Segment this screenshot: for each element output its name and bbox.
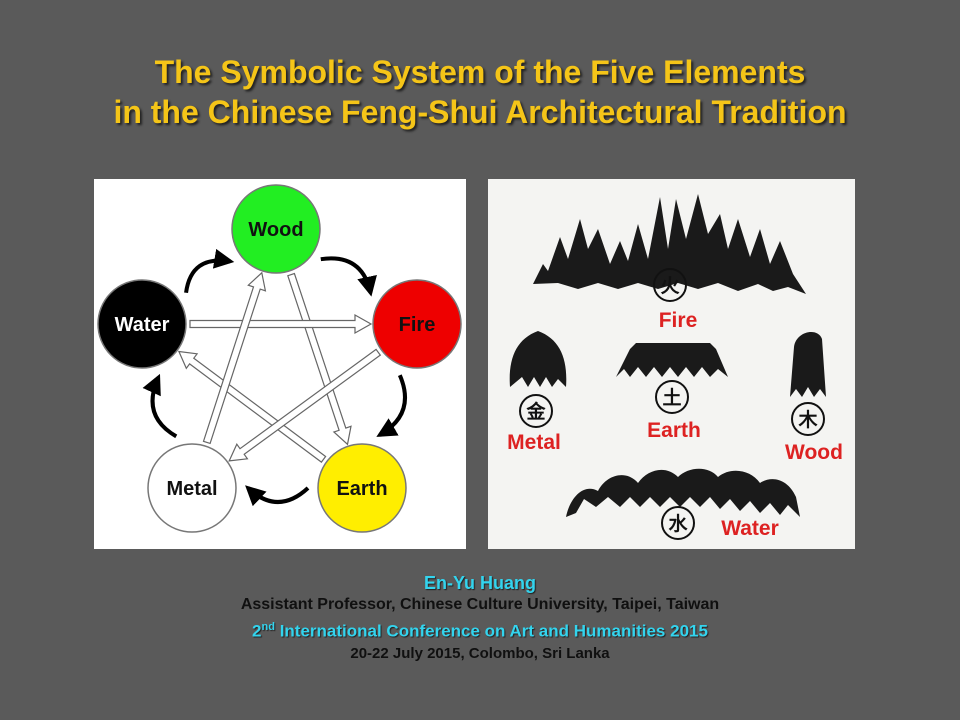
metal-glyph-circle (519, 394, 553, 428)
generating-arrow-wood-to-fire (320, 256, 377, 297)
generating-cycle-arrows (142, 248, 407, 507)
slide-title: The Symbolic System of the Five Elements… (0, 52, 960, 132)
generating-arrow-earth-to-metal (245, 485, 310, 507)
water-glyph: 水 (668, 513, 688, 535)
wood-glyph: 木 (797, 408, 818, 431)
generating-arrow-water-to-wood (184, 248, 235, 294)
wood-mountain-shape (790, 332, 826, 397)
earth-label: Earth (647, 419, 701, 442)
water-node (97, 279, 187, 369)
controlling-arrow-fire-to-metal (228, 348, 382, 462)
mountain-shapes-diagram: 火 Fire 金 Metal 土 Earth 木 Wood 水 Water (488, 179, 855, 549)
fire-mountain-shape (533, 194, 806, 294)
earth-mountain-shape (616, 343, 728, 377)
water-glyph-circle (661, 506, 695, 540)
water-label: Water (721, 517, 779, 540)
conference-number: 2 (252, 621, 262, 641)
controlling-arrow-water-to-fire (189, 313, 373, 335)
title-line-1: The Symbolic System of the Five Elements (154, 54, 806, 90)
generating-arrow-metal-to-water (142, 373, 178, 439)
wood-label: Wood (785, 441, 843, 464)
controlling-arrow-wood-to-earth (287, 272, 352, 446)
metal-glyph: 金 (525, 400, 546, 423)
earth-node-label: Earth (336, 478, 387, 500)
earth-glyph-circle (655, 380, 689, 414)
water-mountain-shape (566, 468, 800, 517)
metal-label: Metal (507, 431, 561, 454)
mountain-svg: 火 Fire 金 Metal 土 Earth 木 Wood 水 Water (507, 194, 843, 540)
fire-label: Fire (659, 309, 698, 332)
conference-title: International Conference on Art and Huma… (274, 621, 708, 641)
fire-glyph-circle (653, 268, 687, 302)
title-line-2: in the Chinese Feng-Shui Architectural T… (113, 94, 847, 130)
earth-glyph: 土 (662, 387, 681, 409)
date-location: 20-22 July 2015, Colombo, Sri Lanka (350, 644, 610, 662)
metal-node (147, 443, 237, 533)
author-name: En-Yu Huang (424, 573, 536, 593)
slide-footer: En-Yu Huang Assistant Professor, Chinese… (0, 572, 960, 665)
author-affiliation: Assistant Professor, Chinese Culture Uni… (240, 596, 720, 613)
metal-node-label: Metal (166, 478, 217, 500)
controlling-cycle-arrows (177, 271, 382, 463)
wood-node (231, 184, 321, 274)
generating-arrow-fire-to-earth (376, 374, 407, 437)
controlling-arrow-earth-to-water (177, 350, 327, 463)
controlling-arrow-metal-to-wood (202, 271, 267, 445)
water-node-label: Water (115, 314, 170, 336)
metal-mountain-shape (509, 331, 567, 387)
conference-ordinal-suffix: nd (261, 621, 275, 633)
wood-node-label: Wood (248, 219, 303, 241)
conference-name: 2nd International Conference on Art and … (0, 616, 960, 643)
wood-glyph-circle (791, 402, 825, 436)
fire-node-label: Fire (399, 314, 436, 336)
fire-glyph: 火 (660, 275, 680, 297)
fire-node (372, 279, 462, 369)
earth-node (317, 443, 407, 533)
